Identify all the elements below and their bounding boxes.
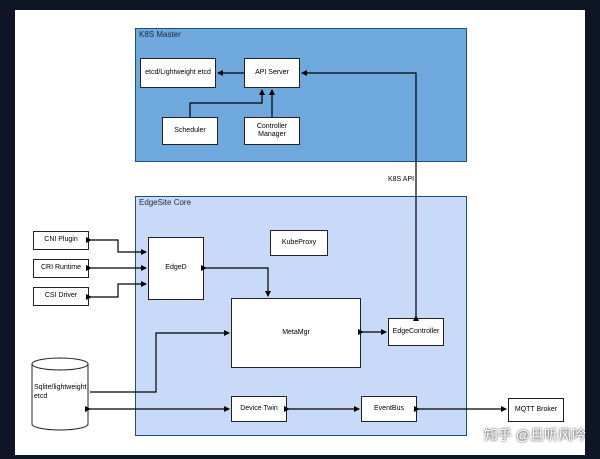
api-server-node: API Server [244, 58, 300, 88]
k8s-master-title: K8S Master [139, 30, 181, 39]
etcd-node: etcd/Lightweight etcd [140, 58, 216, 88]
controller-manager-node: Controller Manager [244, 117, 300, 145]
device-twin-node: Device Twin [231, 396, 287, 422]
edgecontroller-node: EdgeController [388, 318, 444, 346]
edge-csi-to-edged [86, 281, 147, 300]
sqlite-database-icon [31, 357, 89, 431]
scheduler-node: Scheduler [162, 117, 218, 145]
mqtt-broker-node: MQTT Broker [508, 398, 564, 422]
edge-sqlite-to-metamgr [90, 330, 230, 393]
edge-cni-to-edged [86, 237, 147, 255]
k8s-api-label: K8S API [388, 176, 415, 183]
edge-edged-to-metamgr [201, 265, 271, 297]
edge-api-to-edgecontroller [301, 70, 419, 321]
edge-scheduler-to-api [189, 89, 265, 117]
watermark: 知乎 @旦听风吟 [483, 427, 586, 443]
edgesite-core-title: EdgeSite Core [139, 198, 192, 207]
sqlite-label: Sqlite/lightweight etcd [34, 384, 87, 400]
